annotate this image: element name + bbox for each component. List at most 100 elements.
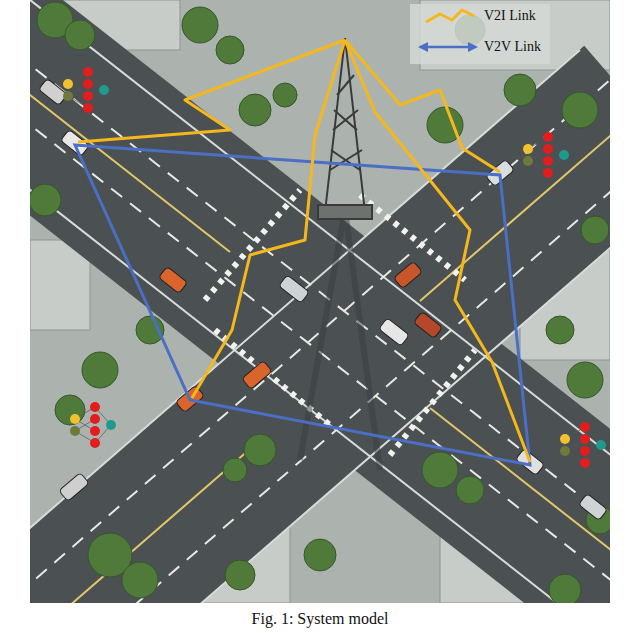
nn-icon-part <box>543 156 553 166</box>
nn-icon-part <box>83 91 93 101</box>
vehicles-part <box>394 261 423 288</box>
tower-shadow <box>300 210 380 470</box>
trees-part <box>30 184 61 216</box>
city-ground <box>30 0 610 603</box>
center-lines-part <box>30 449 250 603</box>
v2i-links <box>78 40 530 462</box>
nn-icon-part <box>70 414 80 424</box>
trees-part <box>581 216 609 244</box>
trees-part <box>304 539 336 571</box>
nn-icon-part <box>523 144 533 154</box>
nn-icon-part <box>83 103 93 113</box>
nn-icon-part <box>523 156 533 166</box>
nn-icon <box>70 402 116 448</box>
vehicles-part <box>279 275 310 303</box>
nn-icon-part <box>580 434 590 444</box>
nn-icon-part <box>83 67 93 77</box>
v2i-links-part <box>345 40 530 462</box>
trees-part <box>55 395 85 425</box>
legend-label: V2I Link <box>484 8 536 24</box>
nn-icon-part <box>596 440 606 450</box>
nn-icon-part <box>70 426 80 436</box>
roads <box>30 40 610 603</box>
nn-icon-part <box>528 137 564 173</box>
legend-v2v-sample-part <box>468 42 478 52</box>
legend-v2v-sample-part <box>424 46 472 49</box>
nn-icon-part <box>560 446 570 456</box>
legend-v2v-sample-part <box>418 42 428 52</box>
nn-icon-part <box>90 426 100 436</box>
trees-part <box>562 92 598 128</box>
legend-v2v-sample <box>418 42 478 52</box>
vehicles-part <box>59 473 89 502</box>
nn-icon-part <box>83 79 93 89</box>
lane-markings <box>30 10 610 603</box>
tower-part <box>325 38 345 212</box>
nn-icon <box>63 67 109 113</box>
lane-markings-part <box>60 140 610 603</box>
lane-markings-part <box>30 70 610 603</box>
figure-caption: Fig. 1: System model <box>252 610 389 628</box>
trees-part <box>239 94 271 126</box>
legend-panel <box>410 4 550 64</box>
vehicles-part <box>379 318 410 346</box>
legend-v2i-sample <box>426 10 474 22</box>
nn-icon-part <box>560 434 570 444</box>
center-lines-part <box>30 40 230 252</box>
vehicles <box>38 78 607 520</box>
trees-part <box>82 352 118 388</box>
v2i-links-part <box>192 40 345 398</box>
nn-icon-part <box>90 438 100 448</box>
tower-part <box>334 110 357 130</box>
road-edge-lines-part <box>90 170 610 603</box>
nn-icon-part <box>543 168 553 178</box>
trees-part <box>65 20 95 50</box>
vehicles-part <box>158 266 187 293</box>
nn-icon-part <box>580 422 590 432</box>
trees-part <box>223 458 247 482</box>
lane-markings-part <box>30 80 610 603</box>
vehicles-part <box>413 311 442 338</box>
nn-icon-part <box>75 407 111 443</box>
trees-part <box>504 74 536 106</box>
legend-label: V2V Link <box>484 39 541 55</box>
building-blocks-part <box>60 0 180 50</box>
trees-part <box>273 83 297 107</box>
trees-part <box>225 560 255 590</box>
center-lines <box>30 40 610 603</box>
v2v-links <box>75 145 530 465</box>
nn-icon-part <box>559 150 569 160</box>
trees-part <box>244 434 276 466</box>
nn-icon-part <box>90 402 100 412</box>
trees-part <box>182 7 218 43</box>
tower-part <box>337 75 354 95</box>
tower-part <box>318 205 372 219</box>
tower <box>318 38 372 219</box>
road-edge-lines-part <box>30 135 610 603</box>
trees-part <box>546 316 574 344</box>
tower-part <box>331 150 360 170</box>
trees-part <box>422 452 458 488</box>
nn-icon <box>523 132 569 178</box>
road-edge-lines <box>30 0 610 603</box>
trees-part <box>216 36 244 64</box>
nn-icon-part <box>63 91 73 101</box>
trees <box>30 2 610 603</box>
v2i-links-part <box>78 40 345 142</box>
lane-markings-part <box>30 10 610 590</box>
nn-icon-part <box>543 144 553 154</box>
vehicles-part <box>38 78 67 105</box>
trees-part <box>122 562 158 598</box>
nn-icon-part <box>565 427 601 463</box>
nn-icon-part <box>63 79 73 89</box>
nn-icon-part <box>580 446 590 456</box>
trees-part <box>549 574 581 603</box>
trees-part <box>567 362 603 398</box>
tower-part <box>333 110 358 130</box>
vehicles-part <box>578 493 607 520</box>
roads-part <box>30 110 610 603</box>
nn-icon-part <box>106 420 116 430</box>
tower-part <box>330 150 362 170</box>
